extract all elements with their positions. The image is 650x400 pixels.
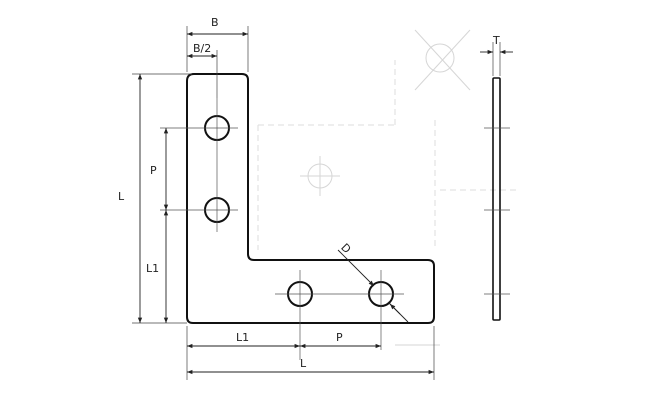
- l-bracket-outline: [186, 73, 435, 324]
- holes: [204, 115, 394, 307]
- label-p-vertical: P: [150, 164, 157, 177]
- label-d: D: [338, 241, 353, 256]
- label-l1-horizontal: L1: [236, 331, 249, 344]
- dimension-b: B B/2: [186, 16, 249, 98]
- side-view: T: [480, 34, 513, 321]
- hole-centerlines: [160, 98, 404, 360]
- label-b: B: [211, 16, 219, 29]
- dimension-left: L P L1: [118, 73, 192, 324]
- label-t: T: [492, 34, 500, 47]
- label-l1-vertical: L1: [146, 262, 159, 275]
- side-view-plate: [492, 77, 501, 321]
- dimension-bottom: L1 P L: [186, 326, 435, 380]
- label-l-vertical: L: [118, 190, 125, 203]
- label-p-horizontal: P: [336, 331, 343, 344]
- label-l-horizontal: L: [300, 357, 307, 370]
- dimension-d: D: [337, 241, 409, 323]
- label-b-half: B/2: [193, 42, 211, 55]
- background-ghost-drawing: [257, 29, 520, 346]
